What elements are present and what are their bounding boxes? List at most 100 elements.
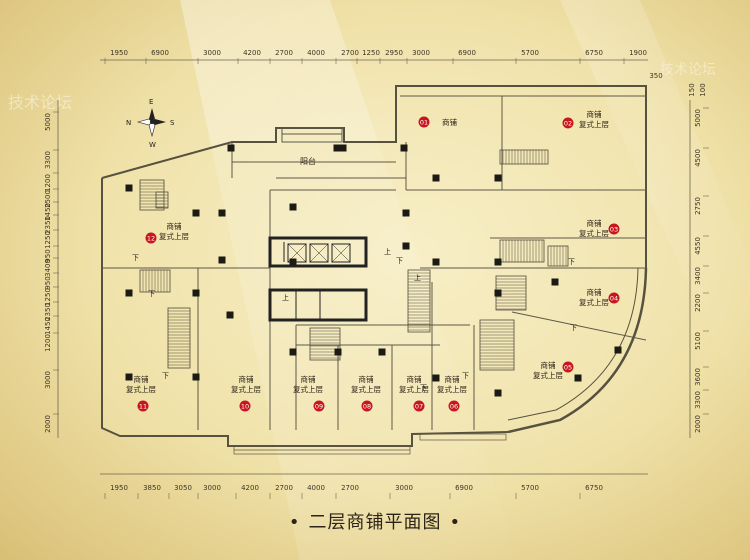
shop-number: 05 — [564, 364, 572, 372]
dimension-bottom-value: 3000 — [203, 484, 221, 492]
dimension-right-top-value: 350 — [649, 72, 662, 80]
shop-number: 09 — [315, 403, 323, 411]
dimension-bottom-value: 5700 — [521, 484, 539, 492]
dimension-bottom-value: 3050 — [174, 484, 192, 492]
facade-windows — [233, 433, 507, 455]
staircase — [407, 269, 431, 333]
compass-rose: E W N S — [126, 98, 175, 149]
dimension-right-value: 5000 — [694, 109, 702, 127]
shop-number-badge — [608, 292, 620, 304]
column — [192, 373, 200, 381]
column — [125, 289, 133, 297]
dimension-left-value: 3300 — [44, 151, 52, 169]
column — [494, 289, 502, 297]
shop-subtitle: 复式上层 — [579, 228, 609, 238]
dimensions-left: 5000330012002500145023501250950340095012… — [44, 111, 59, 433]
shop-name: 商铺 — [587, 287, 602, 297]
shop-subtitle: 复式上层 — [231, 384, 261, 394]
dimension-left-value: 3400 — [44, 259, 52, 277]
dimension-left-value: 2350 — [44, 303, 52, 321]
dimension-left-value: 2000 — [44, 415, 52, 433]
compass-w: W — [149, 141, 156, 149]
dimension-top-value: 1950 — [110, 49, 128, 57]
column — [218, 209, 226, 217]
shop-number: 04 — [610, 295, 618, 303]
stair-up-label: 上 — [414, 273, 421, 282]
column — [227, 144, 235, 152]
title-dot-right: • — [449, 512, 462, 533]
dimension-bottom-value: 3000 — [395, 484, 413, 492]
compass-n: N — [126, 119, 131, 127]
outer-walls — [101, 85, 648, 447]
column — [289, 203, 297, 211]
dimension-left-value: 1250 — [44, 288, 52, 306]
dimension-top-value: 2700 — [341, 49, 359, 57]
dimension-right-value: 3400 — [694, 267, 702, 285]
dimension-top-value: 6900 — [151, 49, 169, 57]
staircase — [139, 269, 171, 293]
shop-name: 商铺 — [587, 109, 602, 119]
dimension-left-value: 1200 — [44, 334, 52, 352]
plan-title-text: 二层商铺平面图 — [308, 512, 442, 533]
column — [432, 258, 440, 266]
shop-name: 商铺 — [442, 117, 457, 127]
dimension-right-value: 4550 — [694, 237, 702, 255]
shop-number-badge — [448, 400, 460, 412]
shop-number: 10 — [241, 403, 249, 411]
column — [192, 289, 200, 297]
dimension-right-top-value: 150 — [688, 83, 696, 96]
shop-name: 商铺 — [301, 374, 316, 384]
watermark: 技术论坛 — [660, 62, 716, 78]
shop-number-badge — [361, 400, 373, 412]
dimension-top-value: 2950 — [385, 49, 403, 57]
stair-down-label: 下 — [462, 372, 469, 380]
shop-number-badge — [562, 361, 574, 373]
watermark: 技术论坛 — [8, 93, 72, 112]
dimension-left-value: 2500 — [44, 190, 52, 208]
dimension-top-value: 4200 — [243, 49, 261, 57]
dimension-right-value: 2200 — [694, 294, 702, 312]
column — [289, 258, 297, 266]
stair-down-label: 下 — [132, 254, 139, 262]
compass-e: E — [149, 98, 153, 106]
column — [192, 209, 200, 217]
stair-down-label: 下 — [570, 324, 577, 332]
dimension-top-value: 3000 — [412, 49, 430, 57]
column — [432, 174, 440, 182]
shop-subtitle: 复式上层 — [579, 119, 609, 129]
compass-s: S — [170, 119, 175, 127]
plan-title: •二层商铺平面图• — [0, 508, 750, 534]
column — [226, 311, 234, 319]
shop-subtitle: 复式上层 — [159, 231, 189, 241]
column — [334, 348, 342, 356]
shop-subtitle: 复式上层 — [533, 370, 563, 380]
shop-number: 12 — [147, 235, 155, 243]
column — [402, 209, 410, 217]
stair-down-label: 下 — [420, 384, 427, 392]
column — [432, 374, 440, 382]
dimension-left-value: 3000 — [44, 371, 52, 389]
dimension-top-value: 4000 — [307, 49, 325, 57]
shop-subtitle: 复式上层 — [351, 384, 381, 394]
dimension-lines — [57, 59, 691, 475]
shop-number-badge — [418, 116, 430, 128]
column — [400, 144, 408, 152]
shop-name: 商铺 — [134, 374, 149, 384]
dimension-top-value: 5700 — [521, 49, 539, 57]
column — [494, 389, 502, 397]
dimension-bottom-value: 2700 — [341, 484, 359, 492]
stair-up-label: 上 — [282, 293, 289, 302]
shop-name: 商铺 — [445, 374, 460, 384]
staircase — [167, 307, 191, 369]
column — [125, 184, 133, 192]
dimension-left-value: 2350 — [44, 216, 52, 234]
structural-columns — [125, 144, 622, 397]
dimension-top-value: 2700 — [275, 49, 293, 57]
dimension-left-value: 1200 — [44, 174, 52, 192]
shop-number: 08 — [363, 403, 371, 411]
